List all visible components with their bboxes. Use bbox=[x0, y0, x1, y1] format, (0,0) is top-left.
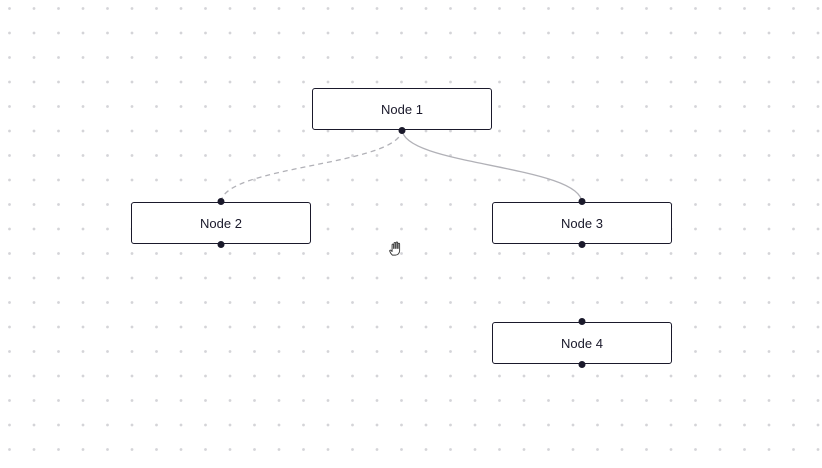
node-4-source-handle[interactable] bbox=[578, 360, 586, 368]
node-2-source-handle[interactable] bbox=[217, 240, 225, 248]
node-3-source-handle[interactable] bbox=[578, 240, 586, 248]
edge-node1-to-node3[interactable] bbox=[401, 128, 583, 204]
node-2-target-handle[interactable] bbox=[217, 198, 225, 206]
node-1-source-handle[interactable] bbox=[398, 126, 406, 134]
flow-node-2[interactable]: Node 2 bbox=[131, 198, 311, 248]
grab-hand-cursor bbox=[389, 241, 401, 256]
node-3-target-handle[interactable] bbox=[578, 198, 586, 206]
node-3-label: Node 3 bbox=[561, 215, 603, 231]
flow-node-3[interactable]: Node 3 bbox=[492, 198, 672, 248]
node-4-label: Node 4 bbox=[561, 335, 603, 351]
node-1-label: Node 1 bbox=[381, 101, 423, 117]
node-4-target-handle[interactable] bbox=[578, 318, 586, 326]
edge-node1-to-node2[interactable] bbox=[220, 128, 403, 204]
node-2-label: Node 2 bbox=[200, 215, 242, 231]
flow-node-1[interactable]: Node 1 bbox=[312, 88, 492, 134]
flow-node-4[interactable]: Node 4 bbox=[492, 318, 672, 368]
